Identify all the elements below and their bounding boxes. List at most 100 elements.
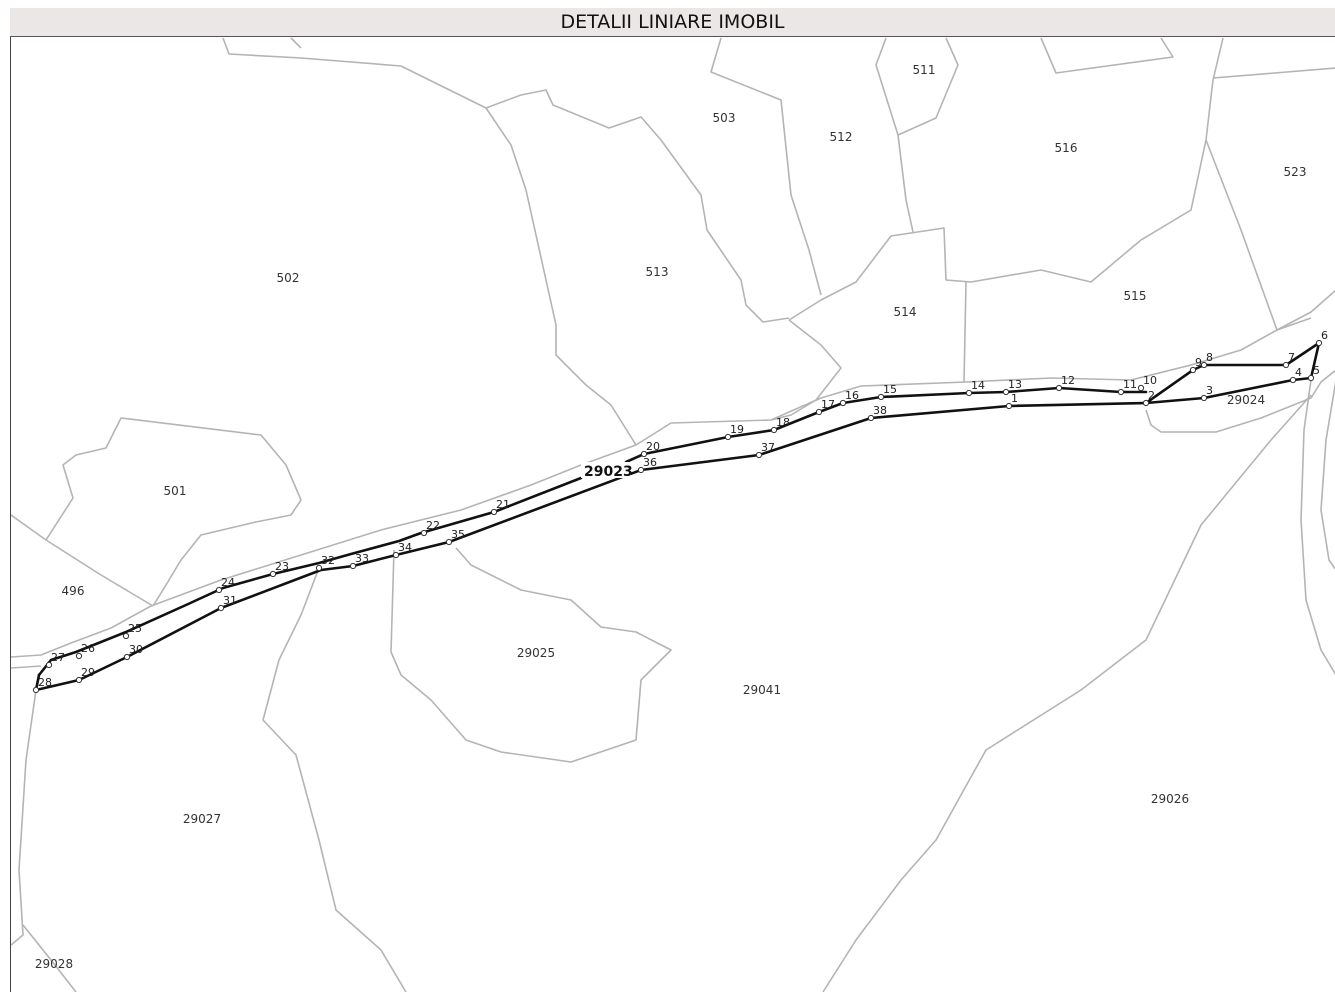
parcel-boundary xyxy=(1040,37,1174,74)
parcel-boundary xyxy=(1205,139,1278,331)
vertex-marker[interactable] xyxy=(123,653,131,661)
vertex-marker[interactable] xyxy=(877,393,885,401)
vertex-marker[interactable] xyxy=(1137,384,1145,392)
vertex-marker[interactable] xyxy=(1002,388,1010,396)
parcel-boundary xyxy=(22,924,77,992)
route-north-line[interactable] xyxy=(624,386,1148,464)
parcel-label: 514 xyxy=(894,305,917,319)
vertex-marker[interactable] xyxy=(122,632,130,640)
vertex-marker[interactable] xyxy=(349,562,357,570)
vertex-label: 9 xyxy=(1195,356,1202,369)
main-parcel-label-group: 29023 xyxy=(581,462,633,480)
vertex-marker[interactable] xyxy=(770,426,778,434)
vertex-label: 32 xyxy=(321,554,335,567)
vertex-label: 21 xyxy=(496,498,510,511)
vertex-marker[interactable] xyxy=(1315,339,1323,347)
parcel-label: 29026 xyxy=(1151,792,1189,806)
parcel-label: 29025 xyxy=(517,646,555,660)
vertex-label: 22 xyxy=(426,519,440,532)
vertex-marker[interactable] xyxy=(965,389,973,397)
vertex-label: 2 xyxy=(1148,389,1155,402)
vertex-marker[interactable] xyxy=(1282,361,1290,369)
vertex-marker[interactable] xyxy=(1055,384,1063,392)
parcel-label: 29027 xyxy=(183,812,221,826)
vertex-marker[interactable] xyxy=(637,466,645,474)
vertex-label: 5 xyxy=(1313,364,1320,377)
vertex-label: 33 xyxy=(355,552,369,565)
main-parcel-label-bg xyxy=(581,462,631,478)
vertex-label: 29 xyxy=(81,666,95,679)
vertex-label: 13 xyxy=(1008,378,1022,391)
parcel-label: 29041 xyxy=(743,683,781,697)
vertex-marker[interactable] xyxy=(490,508,498,516)
vertex-label: 1 xyxy=(1011,392,1018,405)
route-south-line[interactable] xyxy=(34,401,1148,692)
parcel-boundary xyxy=(1145,369,1335,433)
vertex-label: 23 xyxy=(275,560,289,573)
vertex-marker[interactable] xyxy=(1200,361,1208,369)
parcel-label: 516 xyxy=(1055,141,1078,155)
vertex-marker[interactable] xyxy=(215,586,223,594)
parcel-boundary xyxy=(485,107,637,446)
parcel-boundary xyxy=(788,37,1224,321)
vertex-label: 19 xyxy=(730,423,744,436)
vertex-marker[interactable] xyxy=(75,676,83,684)
vertex-label: 10 xyxy=(1143,374,1157,387)
linear-route[interactable] xyxy=(34,341,1321,692)
parcel-label: 512 xyxy=(830,130,853,144)
parcel-boundary xyxy=(897,37,959,136)
vertex-label: 4 xyxy=(1295,366,1302,379)
parcel-boundary xyxy=(290,37,302,49)
vertex-marker[interactable] xyxy=(1117,388,1125,396)
parcel-boundary xyxy=(875,37,914,233)
vertex-marker[interactable] xyxy=(1200,394,1208,402)
vertex-marker[interactable] xyxy=(45,661,53,669)
vertex-marker[interactable] xyxy=(392,551,400,559)
vertex-marker[interactable] xyxy=(755,451,763,459)
parcel-label: 503 xyxy=(713,111,736,125)
vertex-marker[interactable] xyxy=(420,529,428,537)
vertex-label: 37 xyxy=(761,441,775,454)
vertex-label: 36 xyxy=(643,456,657,469)
vertex-label: 35 xyxy=(451,528,465,541)
parcel-label: 29024 xyxy=(1227,393,1265,407)
vertex-label: 7 xyxy=(1288,351,1295,364)
vertex-label: 15 xyxy=(883,383,897,396)
vertex-marker[interactable] xyxy=(269,570,277,578)
vertex-marker[interactable] xyxy=(32,686,40,694)
vertex-label: 34 xyxy=(398,541,412,554)
parcel-boundary xyxy=(1320,381,1335,570)
vertex-label: 14 xyxy=(971,379,985,392)
vertex-label: 27 xyxy=(51,651,65,664)
vertex-marker[interactable] xyxy=(1307,374,1315,382)
vertex-label: 3 xyxy=(1206,384,1213,397)
vertex-label: 6 xyxy=(1321,329,1328,342)
parcel-boundary xyxy=(11,317,1312,658)
vertex-marker[interactable] xyxy=(315,564,323,572)
vertex-marker[interactable] xyxy=(867,414,875,422)
vertex-marker[interactable] xyxy=(724,433,732,441)
vertex-label: 12 xyxy=(1061,374,1075,387)
vertex-label: 31 xyxy=(223,594,237,607)
vertex-marker[interactable] xyxy=(1189,366,1197,374)
vertex-marker[interactable] xyxy=(1289,376,1297,384)
vertex-label: 28 xyxy=(38,676,52,689)
vertex-marker[interactable] xyxy=(75,652,83,660)
vertex-marker[interactable] xyxy=(640,450,648,458)
vertex-marker[interactable] xyxy=(839,399,847,407)
parcel-boundary xyxy=(11,689,37,946)
vertex-marker[interactable] xyxy=(1005,402,1013,410)
parcel-label: 511 xyxy=(913,63,936,77)
vertex-marker[interactable] xyxy=(1142,399,1150,407)
vertex-label: 26 xyxy=(81,642,95,655)
parcel-label: 515 xyxy=(1124,289,1147,303)
page-title: DETALII LINIARE IMOBIL xyxy=(10,8,1335,37)
vertex-marker[interactable] xyxy=(815,408,823,416)
parcel-boundary xyxy=(1212,67,1335,79)
vertex-marker[interactable] xyxy=(445,538,453,546)
parcel-boundary xyxy=(222,37,790,323)
vertex-marker[interactable] xyxy=(217,604,225,612)
